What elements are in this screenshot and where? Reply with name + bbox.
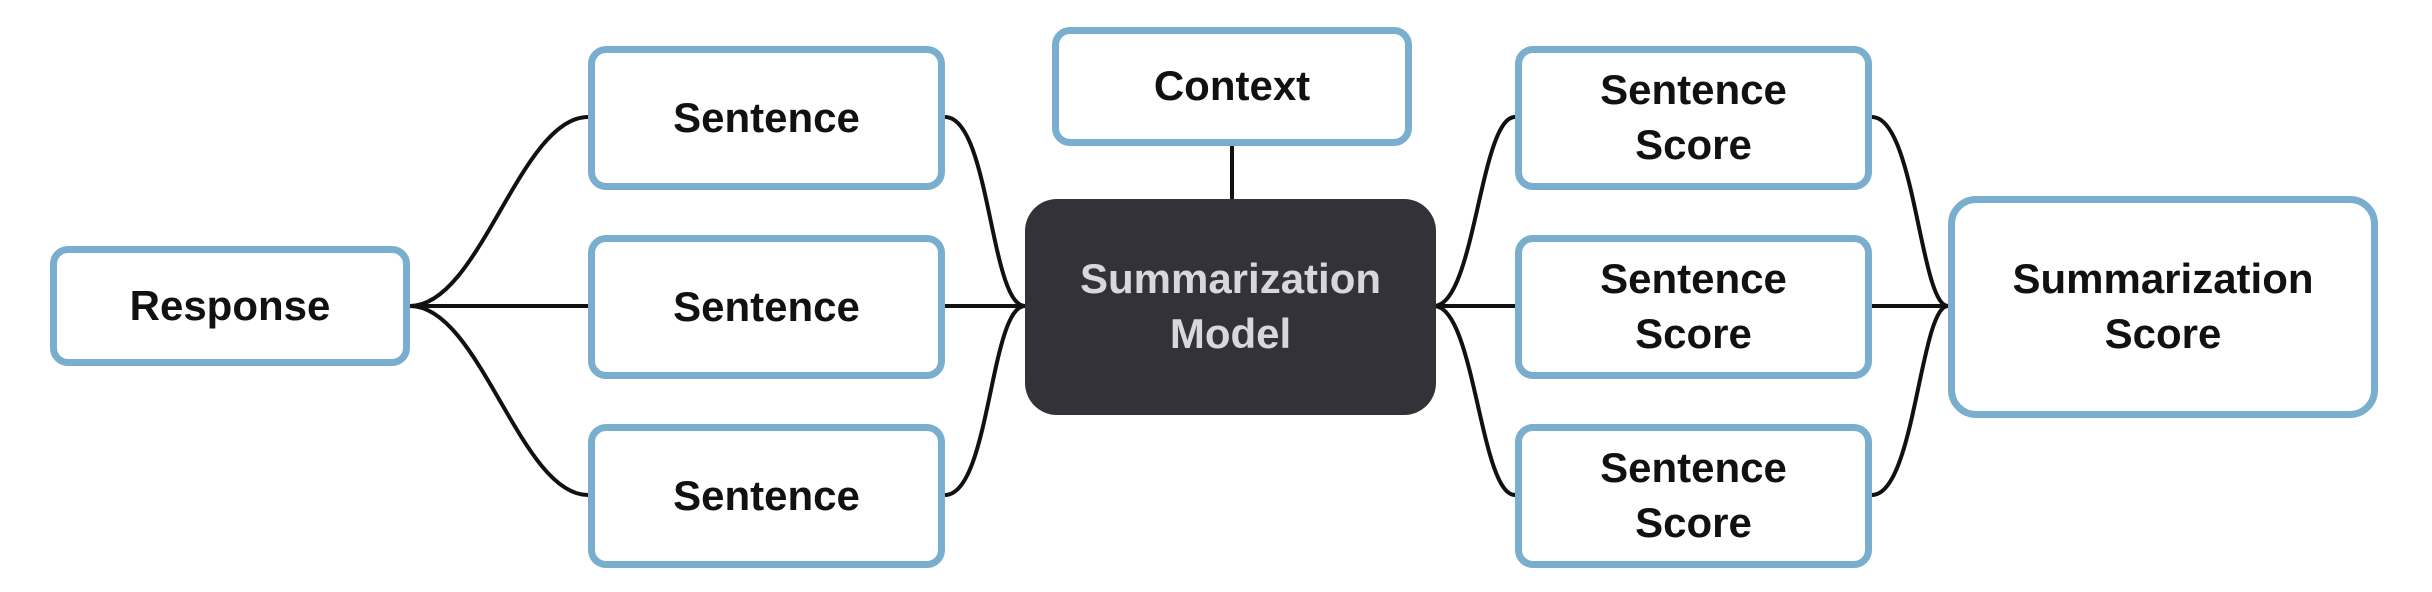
connector-sentence-1-model xyxy=(943,115,1027,308)
sentence-score-node-2: Sentence Score xyxy=(1515,235,1872,379)
connector-sentence-3-model xyxy=(943,304,1027,497)
summarization-model-node: Summarization Model xyxy=(1025,199,1436,415)
context-node: Context xyxy=(1052,27,1412,146)
sentence-score-node-1: Sentence Score xyxy=(1515,46,1872,190)
sentence-node-3: Sentence xyxy=(588,424,945,568)
connector-response-sentence-1 xyxy=(408,115,590,308)
response-node: Response xyxy=(50,246,410,366)
connector-score-3-final xyxy=(1870,304,1950,497)
summarization-score-node: Summarization Score xyxy=(1948,196,2378,418)
sentence-score-node-3: Sentence Score xyxy=(1515,424,1872,568)
connector-model-score-1 xyxy=(1432,115,1517,308)
connector-score-1-final xyxy=(1870,115,1950,308)
connector-model-score-3 xyxy=(1432,304,1517,497)
sentence-node-1: Sentence xyxy=(588,46,945,190)
sentence-node-2: Sentence xyxy=(588,235,945,379)
connector-response-sentence-3 xyxy=(408,304,590,497)
